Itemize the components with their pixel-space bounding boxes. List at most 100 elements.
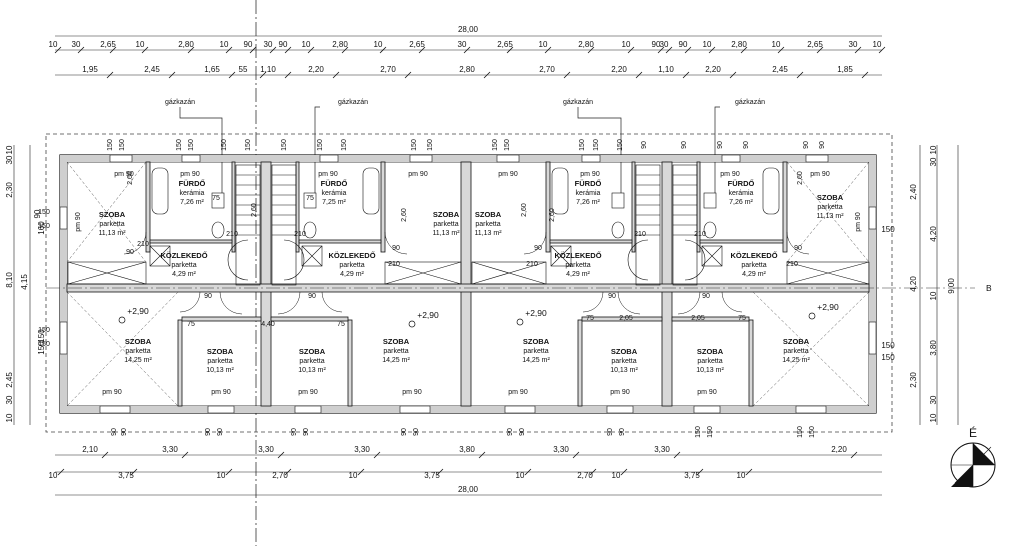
dimension-tick [109, 46, 117, 54]
door-width-label: 75 [586, 315, 594, 322]
dimension-tick [168, 71, 176, 79]
room-floor: kerámia [576, 190, 601, 197]
room-name: KÖZLEKEDŐ [160, 251, 207, 260]
right-dimension-label: 150 [881, 353, 895, 362]
parapet-label: 150 [341, 139, 348, 151]
room-floor: parketta [299, 358, 324, 365]
top-dimension-label: 10 [220, 40, 229, 49]
level-marker-icon [118, 316, 126, 324]
room-floor: parketta [475, 221, 500, 228]
top-dimension-label: 2,80 [332, 40, 348, 49]
parapet-label: 90 [507, 428, 514, 436]
room-floor: kerámia [322, 190, 347, 197]
left-dimension-lines [13, 145, 31, 425]
dimension-tick [101, 451, 109, 459]
left-dimension-label: 160 [37, 221, 46, 235]
top-dimension-label: 30 [72, 40, 81, 49]
top-dimension-label: 10 [703, 40, 712, 49]
north-arrow [950, 442, 996, 488]
dimension-tick [341, 46, 349, 54]
top-total-dimension: 28,00 [458, 25, 479, 34]
dimension-tick [77, 46, 85, 54]
top-dimension-label: 30 [264, 40, 273, 49]
right-dimension-label: 150 [881, 225, 895, 234]
top-dimension-label: 2,80 [731, 40, 747, 49]
room-name: SZOBA [611, 347, 638, 356]
room-name: KÖZLEKEDŐ [730, 251, 777, 260]
dimension-tick [878, 46, 886, 54]
internal-dimension-label: 210 [694, 231, 706, 238]
dimension-tick [106, 71, 114, 79]
gas-boiler-label: gázkazán [735, 99, 765, 106]
parapet-label: 90 [121, 428, 128, 436]
top-dimension-label: 2,65 [807, 40, 823, 49]
dimension-tick [277, 451, 285, 459]
door-width-label: 75 [337, 321, 345, 328]
internal-dimension-label: 2,60 [127, 171, 134, 185]
room-floor: parketta [433, 221, 458, 228]
parapet-label: 150 [38, 327, 50, 334]
dimension-tick [463, 46, 471, 54]
parapet-label: 150 [317, 139, 324, 151]
room-name: FÜRDŐ [728, 179, 755, 188]
door-width-label: 90 [308, 293, 316, 300]
right-dimension-label: 2,30 [909, 372, 918, 388]
internal-dimension-label: 2,60 [251, 203, 258, 217]
dimension-tick [861, 71, 869, 79]
room-floor: parketta [697, 358, 722, 365]
north-label: É [969, 425, 977, 440]
dimension-tick [357, 468, 365, 476]
window-label: pm 90 [697, 389, 717, 396]
right-dimension-label: 4,20 [929, 226, 938, 242]
bottom-total-dimension: 28,00 [458, 485, 479, 494]
level-label: +2,90 [417, 310, 439, 320]
dimension-tick [684, 46, 692, 54]
room-name: FÜRDŐ [321, 179, 348, 188]
room-floor: parketta [99, 221, 124, 228]
top-dimension-label: 90 [679, 40, 688, 49]
room-area: 10,13 m² [206, 367, 234, 374]
parapet-label: 150 [119, 139, 126, 151]
parapet-label: 90 [619, 428, 626, 436]
room-name: FÜRDŐ [575, 179, 602, 188]
room-area: 14,25 m² [782, 357, 810, 364]
bottom-dimension-label: 2,70 [577, 471, 593, 480]
parapet-label: 90 [291, 428, 298, 436]
parapet-label: 90 [217, 428, 224, 436]
window-label: pm 90 [810, 171, 830, 178]
top-dimension-label: 90 [244, 40, 253, 49]
door-width-label: 90 [608, 293, 616, 300]
level-label: +2,90 [817, 302, 839, 312]
parapet-label: 90 [413, 428, 420, 436]
door-width-label: 90 [794, 245, 802, 252]
left-dimension-label: 150 [37, 341, 46, 355]
bottom-dimension-label: 3,75 [424, 471, 440, 480]
parapet-label: 150 [411, 139, 418, 151]
dimension-tick [436, 468, 444, 476]
left-dimension-label: 30 [5, 155, 14, 164]
dimension-tick [665, 46, 673, 54]
right-dimension-label: 2,40 [909, 184, 918, 200]
dimension-tick [404, 71, 412, 79]
room-name: KÖZLEKEDŐ [328, 251, 375, 260]
room-name: FÜRDŐ [179, 179, 206, 188]
dimension-tick [141, 46, 149, 54]
room-area: 11,13 m² [816, 213, 844, 220]
dimension-tick [627, 46, 635, 54]
level-marker-icon [408, 320, 416, 328]
room-area: 11,13 m² [474, 230, 502, 237]
window-label: pm 90 [114, 171, 134, 178]
dimension-tick [682, 71, 690, 79]
dimension-tick [54, 46, 62, 54]
room-floor: parketta [171, 262, 196, 269]
door-width-label: 90 [204, 293, 212, 300]
roof-outline [45, 133, 893, 433]
window-label: pm 90 [508, 389, 528, 396]
internal-dimension-label: 210 [526, 261, 538, 268]
